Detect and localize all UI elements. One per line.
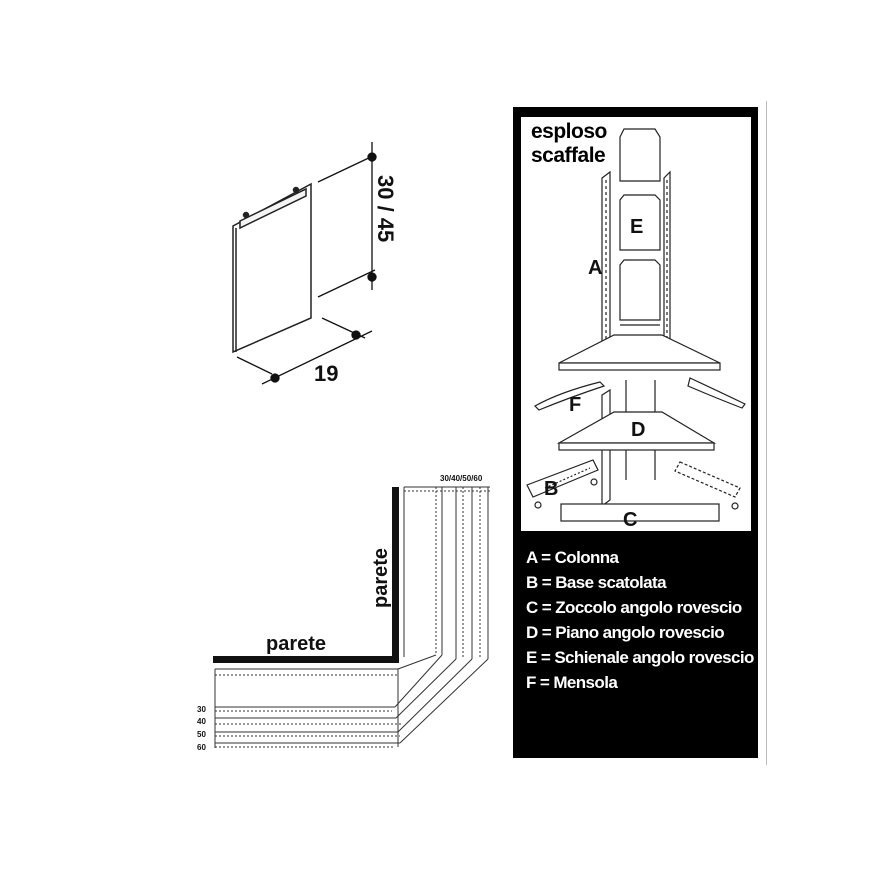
exploded-drawing-area [521, 117, 751, 531]
part-letter-c: C [623, 509, 637, 531]
legend-item-a: A = Colonna [526, 548, 619, 567]
exploded-title-line1: esploso [531, 120, 607, 143]
legend-item-e: E = Schienale angolo rovescio [526, 648, 754, 667]
legend-item-d: D = Piano angolo rovescio [526, 623, 725, 642]
part-e-backpanel [619, 128, 661, 480]
panel-right-rule [766, 101, 767, 765]
depth-label: 19 [314, 361, 338, 386]
part-b-base [526, 459, 741, 510]
side-depth-40: 40 [197, 717, 206, 726]
wall-label-horizontal: parete [266, 633, 326, 655]
exploded-title: esploso scaffale [531, 120, 607, 168]
side-depth-60: 60 [197, 743, 206, 752]
part-letter-f: F [569, 394, 581, 416]
legend-item-f: F = Mensola [526, 673, 618, 692]
part-c-plinth [560, 503, 720, 522]
part-letter-b: B [544, 478, 558, 500]
part-letter-a: A [588, 257, 602, 279]
part-letter-d: D [631, 419, 645, 441]
height-label: 30 / 45 [373, 175, 398, 242]
part-f-brackets [534, 377, 746, 411]
part-d-shelf-lower [556, 411, 717, 451]
side-depth-50: 50 [197, 730, 206, 739]
side-depth-30: 30 [197, 705, 206, 714]
exploded-title-line2: scaffale [531, 144, 606, 167]
depth-dimension [236, 317, 373, 385]
corner-module-panel [232, 182, 312, 354]
part-letter-e: E [630, 216, 643, 238]
part-d-shelf-upper [558, 334, 721, 371]
legend-item-c: C = Zoccolo angolo rovescio [526, 598, 742, 617]
wall-outline [213, 487, 399, 663]
top-depths-label: 30/40/50/60 [440, 474, 483, 483]
wall-label-vertical: parete [370, 548, 392, 608]
legend-item-b: B = Base scatolata [526, 573, 667, 592]
height-dimension [317, 142, 377, 298]
parts-legend: A = Colonna B = Base scatolata C = Zocco… [526, 545, 762, 695]
plan-shelf-lines [214, 486, 490, 748]
